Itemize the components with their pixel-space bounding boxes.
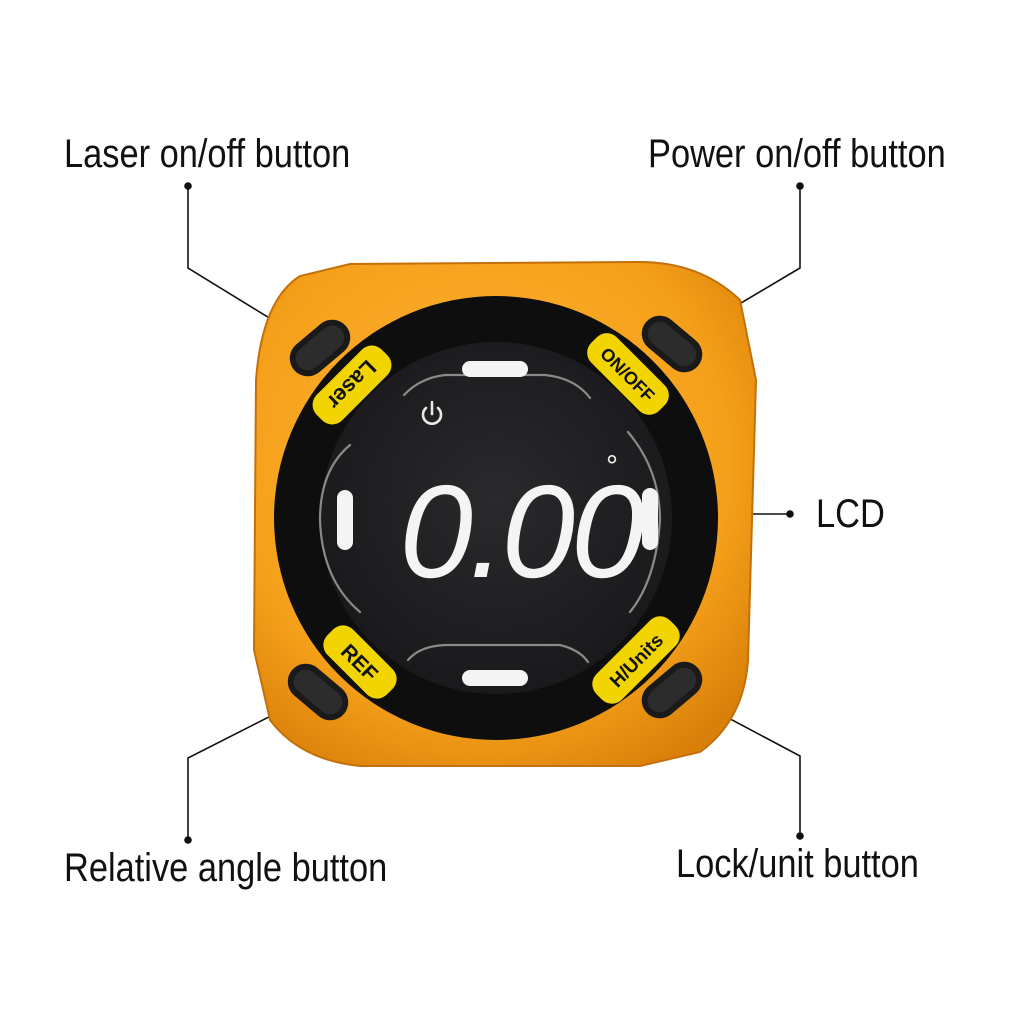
indicator-left bbox=[337, 490, 353, 550]
callout-power-button: Power on/off button bbox=[648, 132, 946, 176]
callout-lcd: LCD bbox=[816, 492, 885, 536]
units-button[interactable] bbox=[634, 654, 709, 725]
callout-relative-angle-button: Relative angle button bbox=[64, 846, 388, 890]
lcd-screen bbox=[320, 342, 672, 694]
power-icon bbox=[421, 400, 443, 425]
arc-bottom bbox=[406, 643, 590, 664]
leader-relative-dot bbox=[184, 836, 192, 844]
indicator-right bbox=[642, 488, 658, 550]
ref-button[interactable] bbox=[280, 656, 355, 727]
indicator-top bbox=[462, 361, 528, 377]
physical-buttons bbox=[280, 308, 709, 727]
level-indicators bbox=[337, 361, 658, 686]
degree-symbol: ° bbox=[606, 450, 618, 483]
leader-power-dot bbox=[796, 182, 804, 190]
arc-right bbox=[626, 430, 662, 614]
angle-reading: 0.00 bbox=[400, 458, 644, 605]
arc-left bbox=[318, 443, 362, 614]
indicator-bottom bbox=[462, 670, 528, 686]
callout-lock-unit-button: Lock/unit button bbox=[676, 842, 919, 886]
leader-lcd-dot bbox=[786, 510, 794, 518]
laser-button[interactable] bbox=[282, 312, 357, 383]
callout-laser-button: Laser on/off button bbox=[64, 132, 351, 176]
power-button[interactable] bbox=[634, 308, 709, 379]
leader-laser-dot bbox=[184, 182, 192, 190]
leader-lock-dot bbox=[796, 832, 804, 840]
